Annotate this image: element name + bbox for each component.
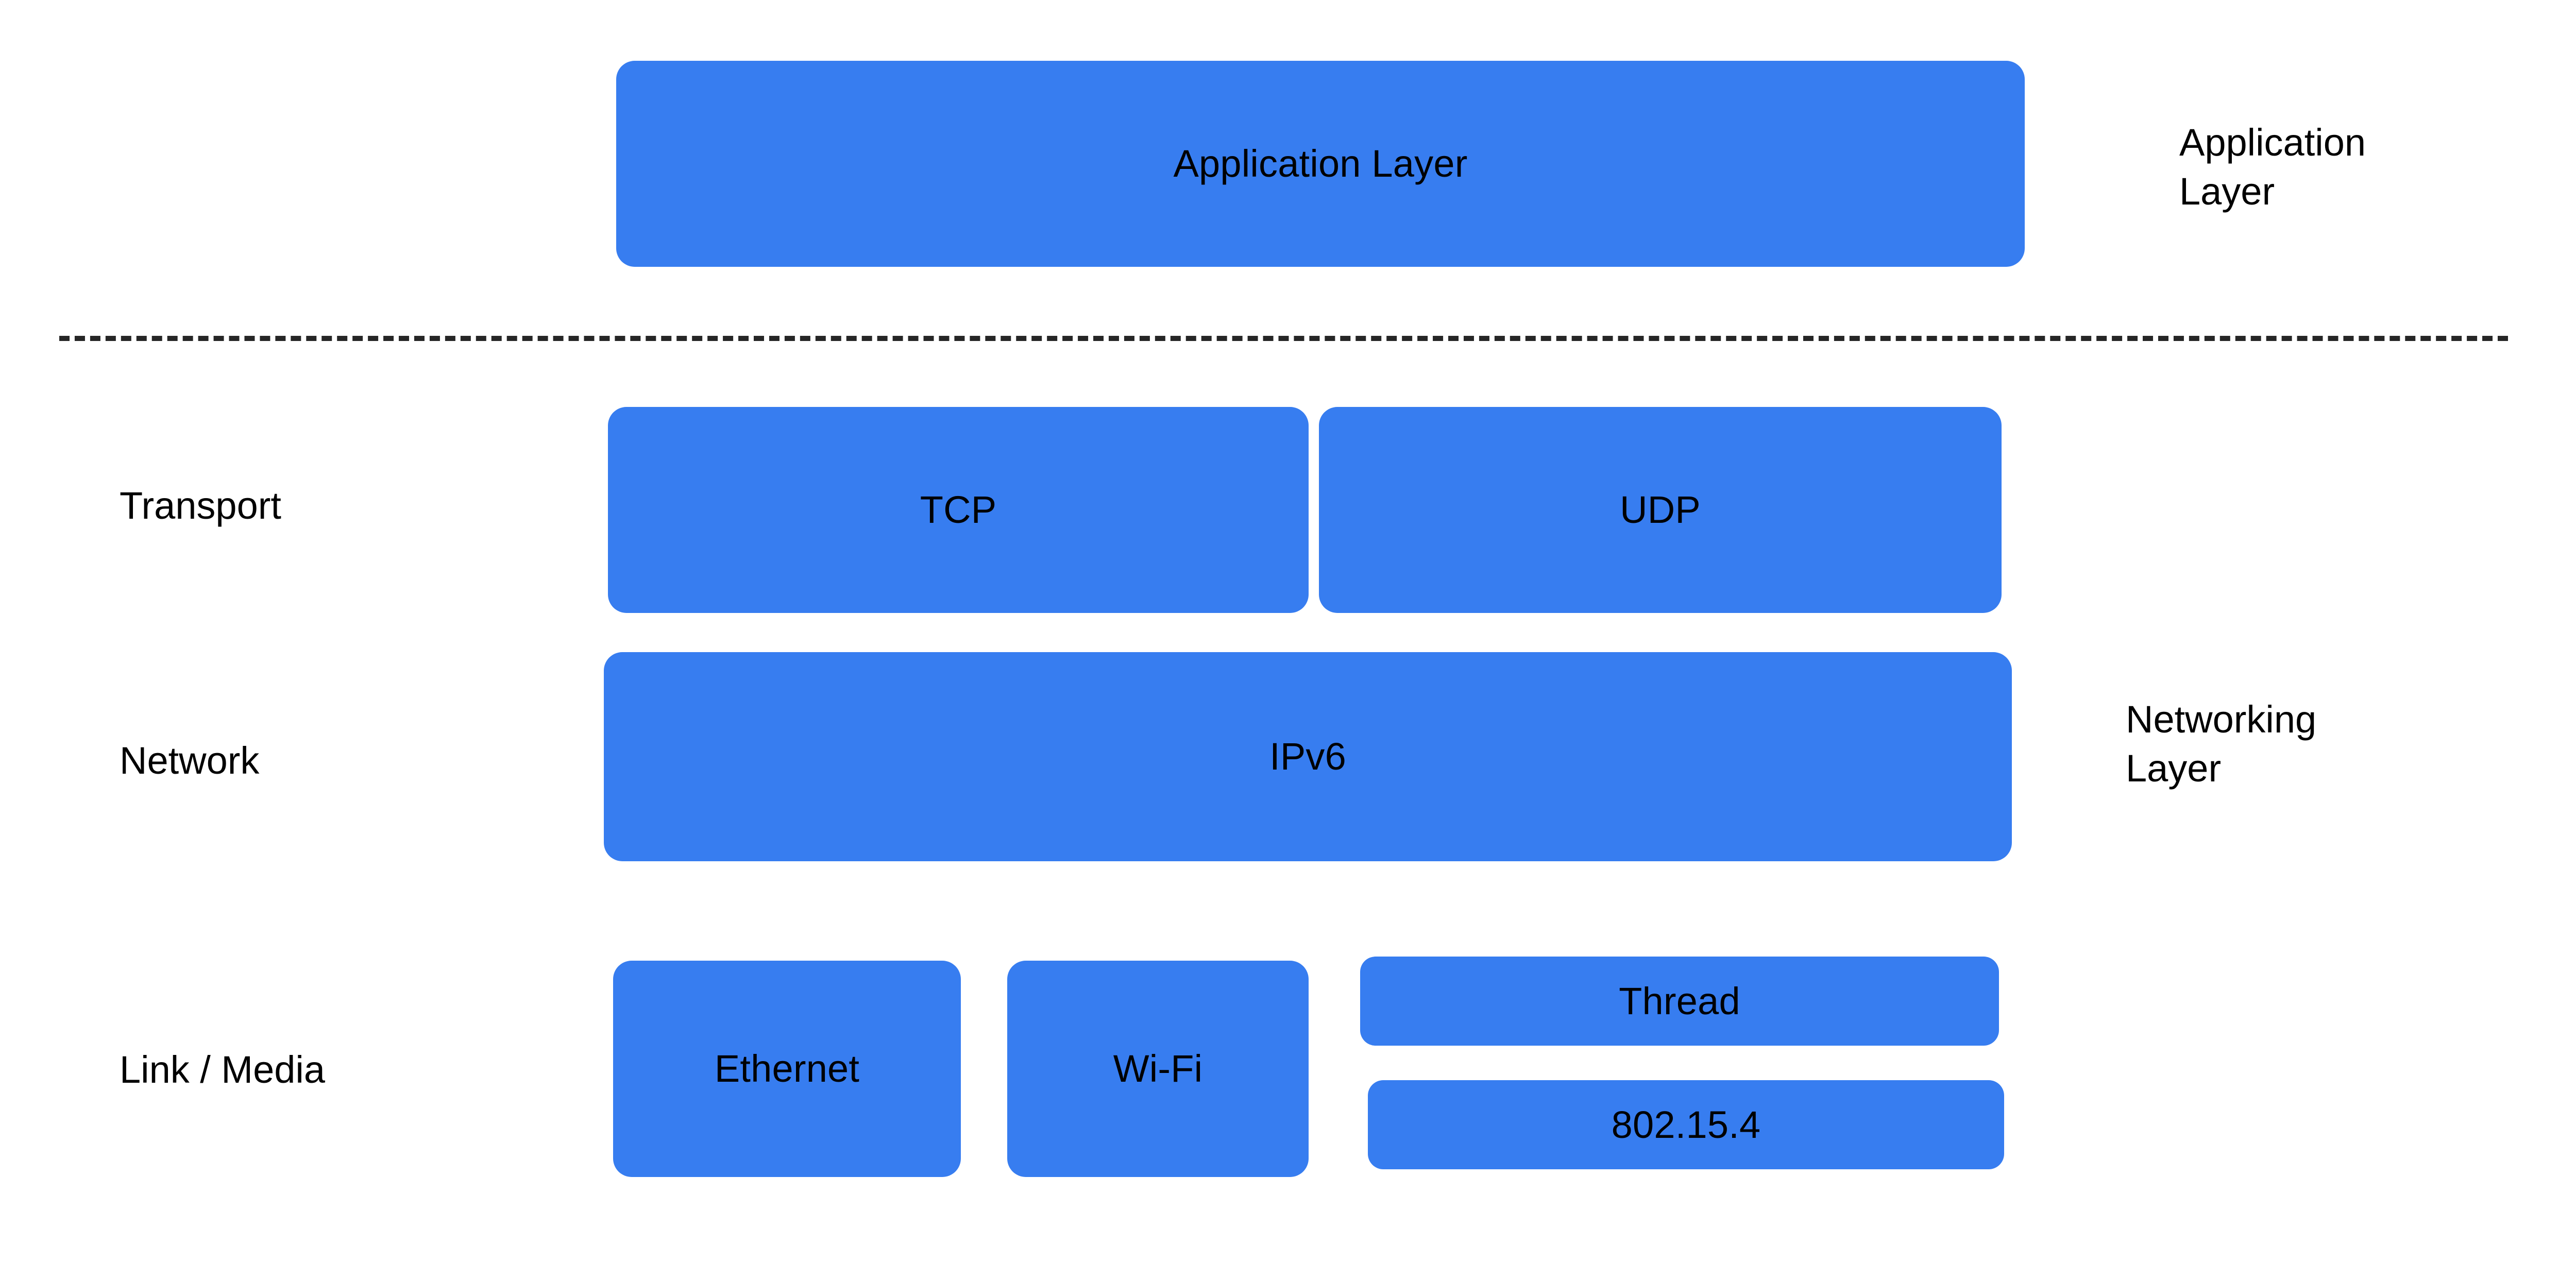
block-udp[interactable]: UDP <box>1319 407 2002 613</box>
block-ieee-802-15-4-label: 802.15.4 <box>1611 1103 1761 1146</box>
block-wifi[interactable]: Wi-Fi <box>1007 961 1309 1177</box>
block-tcp-label: TCP <box>920 488 997 531</box>
block-ethernet[interactable]: Ethernet <box>613 961 961 1177</box>
row-label-transport: Transport <box>120 484 281 527</box>
row-label-network: Network <box>120 739 260 782</box>
block-thread[interactable]: Thread <box>1360 957 1999 1046</box>
block-ethernet-label: Ethernet <box>714 1047 860 1090</box>
layer-divider-dashed-line <box>59 336 2508 341</box>
block-thread-label: Thread <box>1619 979 1740 1022</box>
block-application-layer[interactable]: Application Layer <box>616 61 2025 267</box>
group-label-application-layer: Application Layer <box>2179 121 2366 213</box>
block-tcp[interactable]: TCP <box>608 407 1309 613</box>
block-ipv6-label: IPv6 <box>1269 735 1346 778</box>
block-wifi-label: Wi-Fi <box>1113 1047 1203 1090</box>
row-label-link-media: Link / Media <box>120 1048 325 1091</box>
block-application-layer-label: Application Layer <box>1173 142 1468 185</box>
group-label-networking-layer: Networking Layer <box>2126 698 2317 790</box>
block-ipv6[interactable]: IPv6 <box>604 652 2012 861</box>
block-udp-label: UDP <box>1620 488 1701 531</box>
block-ieee-802-15-4[interactable]: 802.15.4 <box>1368 1080 2004 1169</box>
